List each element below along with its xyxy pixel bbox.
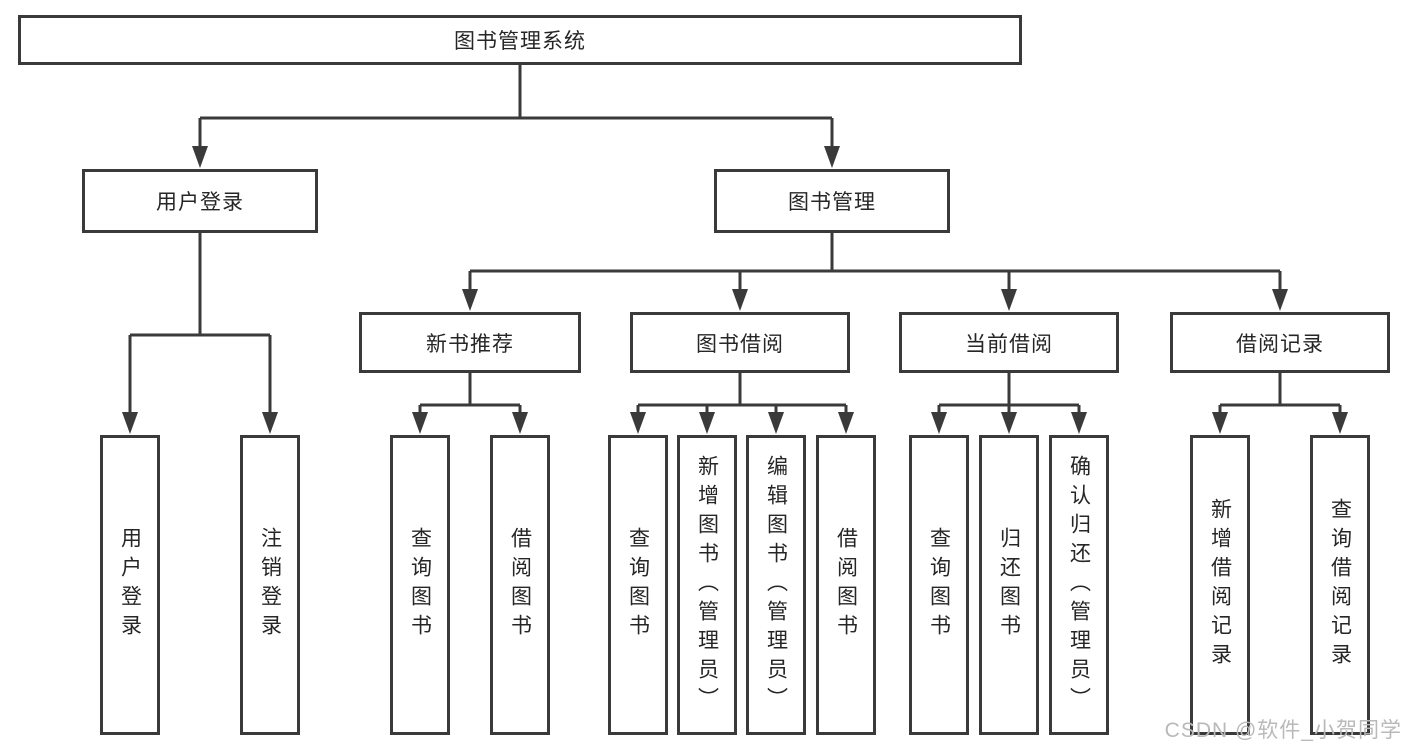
arrowhead-icon xyxy=(1272,289,1288,311)
leaf-bookborrow-query-label: 查询图书 xyxy=(626,527,650,643)
leaf-logout: 注销登录 xyxy=(240,435,300,735)
arrowhead-icon xyxy=(931,412,947,434)
connector-userlogin-to-leaves xyxy=(128,233,272,416)
arrowhead-icon xyxy=(838,412,854,434)
leaf-current-return: 归还图书 xyxy=(979,435,1039,735)
node-borrow-records-label: 借阅记录 xyxy=(1236,332,1324,356)
arrowhead-icon xyxy=(732,289,748,311)
node-current-borrowing-label: 当前借阅 xyxy=(965,332,1053,356)
leaf-user-login: 用户登录 xyxy=(100,435,160,735)
node-current-borrowing: 当前借阅 xyxy=(899,312,1119,373)
arrowhead-icon xyxy=(768,412,784,434)
leaf-bookborrow-edit-admin: 编辑图书（管理员） xyxy=(746,435,806,735)
node-root: 图书管理系统 xyxy=(18,15,1022,65)
leaf-current-query: 查询图书 xyxy=(909,435,969,735)
arrowhead-icon xyxy=(192,146,208,168)
leaf-current-query-label: 查询图书 xyxy=(927,527,951,643)
leaf-newbooks-query: 查询图书 xyxy=(390,435,450,735)
arrowhead-icon xyxy=(262,412,278,434)
leaf-logout-label: 注销登录 xyxy=(258,527,282,643)
leaf-bookborrow-edit-admin-label: 编辑图书（管理员） xyxy=(764,454,788,716)
leaf-current-confirm-admin: 确认归还（管理员） xyxy=(1049,435,1109,735)
arrowhead-icon xyxy=(1001,289,1017,311)
leaf-records-add-label: 新增借阅记录 xyxy=(1208,498,1232,672)
arrowhead-icon xyxy=(462,289,478,311)
arrowhead-icon xyxy=(1071,412,1087,434)
arrowhead-icon xyxy=(122,412,138,434)
node-book-management-label: 图书管理 xyxy=(788,191,876,214)
arrowhead-icons xyxy=(122,146,1348,434)
node-new-book-recommend: 新书推荐 xyxy=(359,312,581,373)
leaf-records-query: 查询借阅记录 xyxy=(1310,435,1370,735)
leaf-newbooks-borrow: 借阅图书 xyxy=(490,435,550,735)
arrowhead-icon xyxy=(824,146,840,168)
leaf-newbooks-borrow-label: 借阅图书 xyxy=(508,527,532,643)
watermark: CSDN @软件_小贺同学 xyxy=(1164,719,1402,742)
leaf-newbooks-query-label: 查询图书 xyxy=(408,527,432,643)
leaf-bookborrow-borrow-label: 借阅图书 xyxy=(834,527,858,643)
connector-root-to-level2 xyxy=(198,65,834,150)
node-borrow-records: 借阅记录 xyxy=(1170,312,1390,373)
node-new-book-recommend-label: 新书推荐 xyxy=(426,332,514,356)
node-root-label: 图书管理系统 xyxy=(454,30,586,53)
connector-bookmgmt-to-level3 xyxy=(468,233,1282,293)
connector-currentborrow-to-leaves xyxy=(937,373,1081,416)
arrowhead-icon xyxy=(1212,412,1228,434)
node-user-login-label: 用户登录 xyxy=(156,191,244,214)
leaf-bookborrow-add-admin: 新增图书（管理员） xyxy=(677,435,737,735)
leaf-current-return-label: 归还图书 xyxy=(997,527,1021,643)
leaf-user-login-label: 用户登录 xyxy=(118,527,142,643)
node-book-borrowing-label: 图书借阅 xyxy=(696,332,784,356)
arrowhead-icon xyxy=(699,412,715,434)
node-user-login: 用户登录 xyxy=(82,169,318,233)
connector-newbooks-to-leaves xyxy=(418,373,522,416)
leaf-current-confirm-admin-label: 确认归还（管理员） xyxy=(1067,454,1091,716)
arrowhead-icon xyxy=(412,412,428,434)
connector-records-to-leaves xyxy=(1218,373,1342,416)
arrowhead-icon xyxy=(1001,412,1017,434)
leaf-bookborrow-borrow: 借阅图书 xyxy=(816,435,876,735)
leaf-bookborrow-query: 查询图书 xyxy=(608,435,668,735)
arrowhead-icon xyxy=(512,412,528,434)
arrowhead-icon xyxy=(630,412,646,434)
node-book-management: 图书管理 xyxy=(714,169,950,233)
node-book-borrowing: 图书借阅 xyxy=(630,312,850,373)
arrowhead-icon xyxy=(1332,412,1348,434)
leaf-bookborrow-add-admin-label: 新增图书（管理员） xyxy=(695,454,719,716)
leaf-records-query-label: 查询借阅记录 xyxy=(1328,498,1352,672)
connector-bookborrow-to-leaves xyxy=(636,373,848,416)
leaf-records-add: 新增借阅记录 xyxy=(1190,435,1250,735)
